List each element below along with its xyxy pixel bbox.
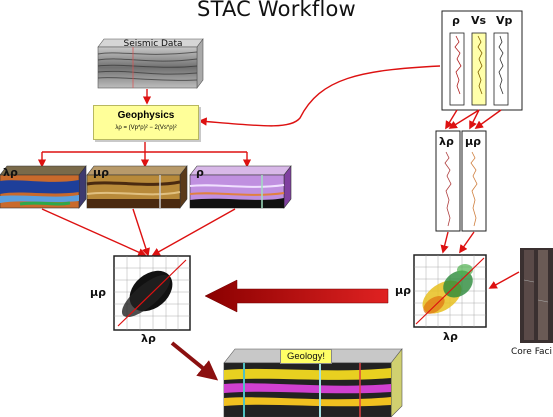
big-transfer-arrow: [204, 279, 389, 313]
core-facies-strip: [520, 248, 553, 343]
right-crossplot: [413, 254, 487, 328]
rho-volume: [189, 165, 292, 209]
derived-log-mu-rho-label: μρ: [465, 135, 481, 148]
right-crossplot-ylabel: μρ: [395, 284, 411, 297]
mu-rho-volume: [86, 165, 188, 209]
derived-logs-panel: [435, 130, 487, 232]
left-crossplot-ylabel: μρ: [90, 286, 106, 299]
page-title: STAC Workflow: [197, 0, 356, 21]
seismic-data-cube: [97, 38, 204, 89]
geophysics-title: Geophysics: [117, 110, 175, 121]
mu-rho-volume-label: μρ: [93, 166, 109, 179]
lambda-rho-volume: [0, 165, 87, 209]
well-log-rho-label: ρ: [452, 14, 460, 27]
well-log-vs-label: Vs: [471, 14, 487, 27]
derived-log-lambda-rho-label: λρ: [439, 135, 454, 148]
right-crossplot-xlabel: λρ: [443, 330, 458, 343]
geology-label: Geology!: [280, 349, 332, 364]
lambda-rho-volume-label: λρ: [3, 166, 18, 179]
geophysics-formula: λρ = (Vp*ρ)² − 2(Vs*ρ)²: [115, 125, 177, 131]
well-logs-panel: [441, 10, 523, 111]
rho-volume-label: ρ: [196, 166, 204, 179]
well-log-vp-label: Vp: [496, 14, 513, 27]
geophysics-box: Geophysics λρ = (Vp*ρ)² − 2(Vs*ρ)²: [93, 105, 199, 140]
seismic-data-label: Seismic Data: [123, 39, 183, 49]
core-facies-label: Core Faci: [511, 347, 553, 357]
left-crossplot: [113, 255, 191, 331]
left-crossplot-xlabel: λρ: [141, 332, 156, 345]
